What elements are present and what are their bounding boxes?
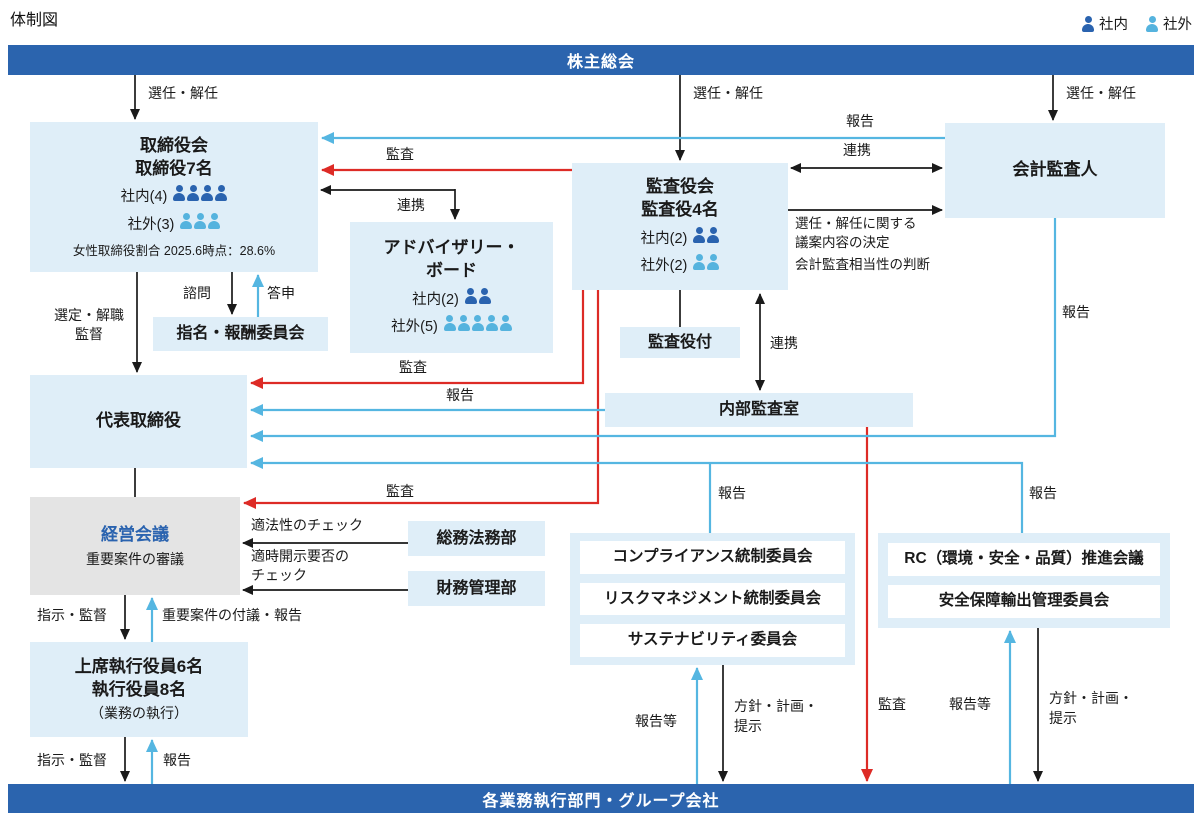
label-select-dismiss-supervise: 選定・解職 監督 <box>54 307 124 342</box>
label-policy-plan-committees: 方針・計画・ 提示 <box>734 698 818 734</box>
advisory-external-label: 社外(5) <box>391 319 438 336</box>
audit-external-label: 社外(2) <box>640 258 688 275</box>
board-title: 取締役会 <box>140 135 208 155</box>
label-reports-etc-committees: 報告等 <box>635 713 677 729</box>
advisory-title: アドバイザリー・ボード <box>383 238 520 280</box>
page-title: 体制図 <box>10 12 59 29</box>
audit-board-box: 監査役会 監査役4名 社内(2) 社外(2) <box>572 163 788 290</box>
label-policy-plan-rc: 方針・計画・ 提示 <box>1049 690 1133 726</box>
label-important-matters: 重要案件の付議・報告 <box>162 607 302 623</box>
label-consultation: 諮問 <box>183 285 211 301</box>
management-meeting-subtitle: 重要案件の審議 <box>86 550 184 567</box>
black-arrows <box>120 75 1058 782</box>
internal-person-icons <box>691 226 720 250</box>
audit-staff-box: 監査役付 <box>620 327 740 358</box>
label-cooperation-internal-audit: 連携 <box>770 335 798 351</box>
shareholders-meeting-bar: 株主総会 <box>8 45 1194 75</box>
sustainability-committee: サステナビリティ委員会 <box>580 624 845 658</box>
label-report-committees: 報告 <box>718 485 746 501</box>
blue-report-arrows <box>146 132 1057 785</box>
control-committees-container: コンプライアンス統制委員会 リスクマネジメント統制委員会 サステナビリティ委員会 <box>570 533 855 665</box>
representative-title: 代表取締役 <box>96 411 181 431</box>
label-audit-bottom: 監査 <box>878 696 906 712</box>
accounting-auditor-title: 会計監査人 <box>1012 160 1098 180</box>
legend-external-label: 社外 <box>1163 17 1192 33</box>
audit-internal-label: 社内(2) <box>640 230 688 247</box>
label-reports-etc-rc: 報告等 <box>949 696 991 712</box>
label-disclosure-check: 適時開示要否の チェック <box>251 548 349 583</box>
security-export-control-committee: 安全保障輸出管理委員会 <box>888 585 1160 618</box>
label-appoint-dismiss-board: 選任・解任 <box>148 85 218 101</box>
group-companies-bar: 各業務執行部門・グループ会社 <box>8 784 1194 813</box>
executives-line3: （業務の執行） <box>90 705 188 722</box>
label-instruct-supervise-1: 指示・監督 <box>37 607 107 623</box>
label-cooperation-auditor: 連携 <box>843 142 871 158</box>
risk-management-committee: リスクマネジメント統制委員会 <box>580 582 845 616</box>
board-count: 取締役7名 <box>135 158 213 178</box>
nomination-title: 指名・報酬委員会 <box>176 325 305 343</box>
label-appoint-dismiss-auditor: 選任・解任 <box>1066 85 1136 101</box>
internal-audit-office-box: 内部監査室 <box>605 393 913 427</box>
label-audit-to-board: 監査 <box>386 146 414 162</box>
board-of-directors-box: 取締役会 取締役7名 社内(4) 社外(3) 女性取締役割合 2025.6時点：… <box>30 122 318 272</box>
rc-committees-container: RC（環境・安全・品質）推進会議 安全保障輸出管理委員会 <box>878 533 1170 628</box>
general-affairs-title: 総務法務部 <box>436 529 517 547</box>
nomination-compensation-committee-box: 指名・報酬委員会 <box>153 317 328 351</box>
label-audit-to-representative: 監査 <box>399 359 427 375</box>
finance-management-box: 財務管理部 <box>408 571 545 606</box>
label-audit-adequacy: 会計監査相当性の判断 <box>795 257 930 272</box>
red-audit-arrows <box>243 164 873 782</box>
internal-person-icons <box>171 185 228 208</box>
audit-board-count: 監査役4名 <box>641 199 719 219</box>
advisory-board-box: アドバイザリー・ボード 社内(2) 社外(5) <box>350 222 553 353</box>
external-person-icon <box>1146 15 1158 32</box>
board-internal-label: 社内(4) <box>120 189 168 206</box>
label-report-to-representative: 報告 <box>446 387 474 403</box>
external-person-icons <box>442 315 512 338</box>
label-instruct-supervise-2: 指示・監督 <box>37 752 107 768</box>
legend-internal: 社内 <box>1080 13 1128 34</box>
executives-line2: 執行役員8名 <box>91 679 187 699</box>
label-audit-to-management: 監査 <box>386 483 414 499</box>
label-report-auditor-down: 報告 <box>1062 304 1090 320</box>
representative-director-box: 代表取締役 <box>30 375 247 468</box>
label-reply: 答申 <box>267 285 295 301</box>
executives-line1: 上席執行役員6名 <box>74 656 204 676</box>
legend-external: 社外 <box>1144 13 1192 34</box>
finance-title: 財務管理部 <box>436 579 517 597</box>
external-person-icons <box>178 213 221 236</box>
general-affairs-legal-box: 総務法務部 <box>408 521 545 556</box>
label-appoint-dismiss-audit: 選任・解任 <box>693 85 763 101</box>
audit-staff-title: 監査役付 <box>647 333 712 351</box>
legend-internal-label: 社内 <box>1099 17 1128 33</box>
legend: 社内 社外 <box>1080 13 1192 34</box>
executive-officers-box: 上席執行役員6名 執行役員8名 （業務の執行） <box>30 642 248 737</box>
label-legality-check: 適法性のチェック <box>251 517 363 533</box>
board-female-ratio-note: 女性取締役割合 2025.6時点：28.6% <box>72 243 276 258</box>
rc-promotion-meeting: RC（環境・安全・品質）推進会議 <box>888 543 1160 576</box>
label-report-to-board: 報告 <box>846 113 874 129</box>
label-report-executives: 報告 <box>163 752 191 768</box>
compliance-committee: コンプライアンス統制委員会 <box>580 540 845 574</box>
audit-board-title: 監査役会 <box>646 177 714 196</box>
label-cooperation-advisory: 連携 <box>397 197 425 213</box>
internal-person-icon <box>1082 15 1094 32</box>
advisory-internal-label: 社内(2) <box>412 291 459 308</box>
internal-person-icons <box>463 287 491 311</box>
label-report-rc: 報告 <box>1029 485 1057 501</box>
internal-audit-title: 内部監査室 <box>718 401 799 419</box>
board-external-label: 社外(3) <box>127 217 175 233</box>
accounting-auditor-box: 会計監査人 <box>945 123 1165 218</box>
management-meeting-title: 経営会議 <box>101 524 169 544</box>
label-proposal-decision: 選任・解任に関する 議案内容の決定 <box>795 216 917 250</box>
external-person-icons <box>691 254 720 277</box>
management-meeting-box: 経営会議 重要案件の審議 <box>30 497 240 595</box>
